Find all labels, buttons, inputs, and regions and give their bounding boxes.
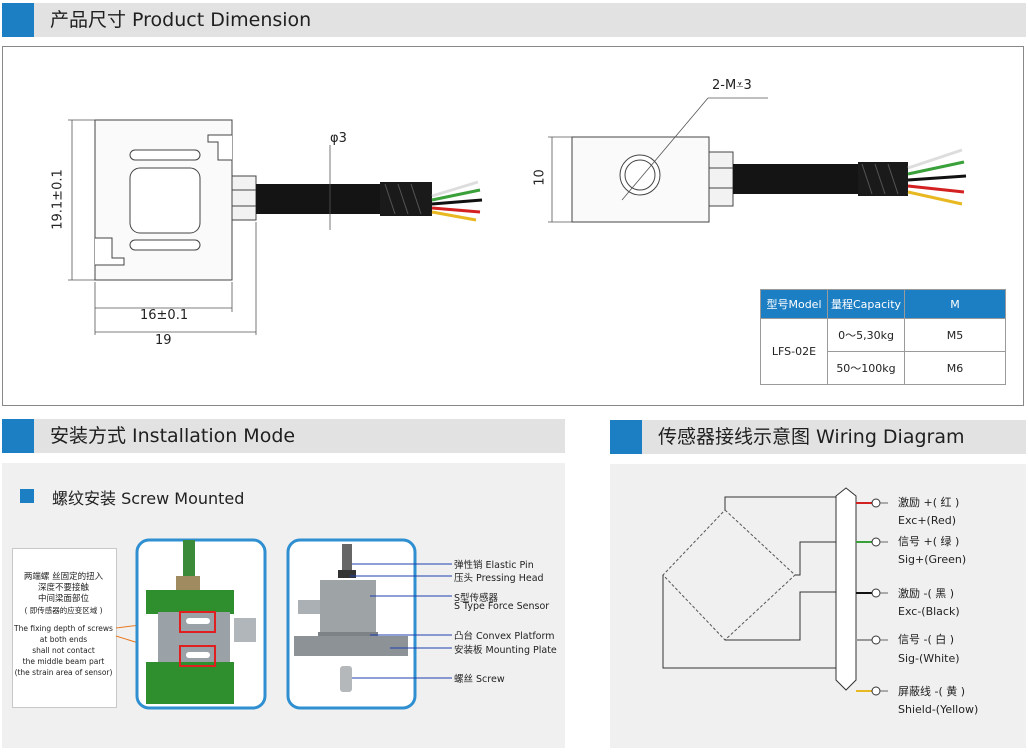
side-view bbox=[571, 136, 734, 223]
dim-holes-label: 2-M⩡3 bbox=[712, 78, 752, 93]
spec-header-model: 型号Model bbox=[760, 289, 828, 319]
label-s-sensor-cn: S型传感器 bbox=[454, 593, 499, 604]
wire-label-exc-plus-cn: 激励 +( 红 ) bbox=[898, 496, 960, 509]
header-accent-block bbox=[610, 420, 642, 454]
spec-capacity-cell: 50～100kg bbox=[827, 351, 905, 385]
label-pressing-head: 压头 Pressing Head bbox=[454, 573, 544, 584]
table-row: LFS-02E 0～5,30kg M5 bbox=[760, 318, 1006, 385]
dim-height-label: 19.1±0.1 bbox=[50, 169, 66, 230]
note-en-line: (the strain area of sensor) bbox=[14, 668, 113, 677]
note-cn-line: 深度不要接触 bbox=[37, 583, 89, 593]
section-title-dimension: 产品尺寸 Product Dimension bbox=[50, 9, 312, 31]
section-header-dimension: 产品尺寸 Product Dimension bbox=[2, 3, 1026, 37]
note-en-line: the middle beam part bbox=[22, 657, 105, 666]
header-accent-block bbox=[2, 3, 34, 37]
note-en-line: shall not contact bbox=[32, 646, 95, 655]
dimension-drawing bbox=[68, 97, 967, 335]
spec-capacity-cell: 0～5,30kg bbox=[827, 318, 905, 352]
wire-label-shield-en: Shield-(Yellow) bbox=[898, 703, 979, 716]
spec-m-cell: M5 bbox=[904, 318, 1006, 352]
wire-label-sig-minus-cn: 信号 -( 白 ) bbox=[898, 633, 955, 646]
wire-label-sig-plus-en: Sig+(Green) bbox=[898, 553, 967, 566]
label-convex-platform: 凸台 Convex Platform bbox=[454, 631, 555, 642]
spec-m-cell: M6 bbox=[904, 351, 1006, 385]
spec-header-row: 型号Model 量程Capacity M bbox=[760, 289, 1006, 319]
dim-width-inner-label: 16±0.1 bbox=[140, 308, 189, 323]
label-screw: 螺丝 Screw bbox=[454, 674, 505, 685]
note-cn-line: ( 即传感器的应变区域 ) bbox=[24, 606, 103, 615]
spec-header-m: M bbox=[904, 289, 1006, 319]
dim-cable-dia-label: φ3 bbox=[330, 131, 347, 146]
note-cn-line: 中间梁面部位 bbox=[37, 594, 89, 604]
dim-thickness-label: 10 bbox=[532, 169, 548, 186]
spec-table: 型号Model 量程Capacity M LFS-02E 0～5,30kg M5… bbox=[760, 289, 1006, 385]
bullet-square bbox=[20, 489, 34, 503]
dimension-panel bbox=[2, 46, 1024, 406]
section-title-installation: 安装方式 Installation Mode bbox=[50, 425, 296, 447]
wire-label-sig-minus-en: Sig-(White) bbox=[898, 652, 960, 665]
wire-label-exc-minus-cn: 激励 -( 黑 ) bbox=[898, 587, 955, 600]
section-header-wiring: 传感器接线示意图 Wiring Diagram bbox=[610, 420, 1026, 454]
table-row: 50～100kg M6 bbox=[761, 351, 1006, 385]
front-view bbox=[94, 119, 257, 281]
spec-header-capacity: 量程Capacity bbox=[827, 289, 905, 319]
note-cn-line: 两端螺 丝固定的扭入 bbox=[23, 572, 104, 582]
label-s-sensor-en: S Type Force Sensor bbox=[454, 601, 550, 612]
note-en-line: at both ends bbox=[39, 635, 88, 644]
wire-label-shield-cn: 屏蔽线 -( 黄 ) bbox=[898, 685, 966, 698]
label-mounting-plate: 安装板 Mounting Plate bbox=[454, 645, 557, 656]
wire-label-exc-minus-en: Exc-(Black) bbox=[898, 605, 960, 618]
wire-label-exc-plus-en: Exc+(Red) bbox=[898, 514, 957, 527]
wire-label-sig-plus-cn: 信号 +( 绿 ) bbox=[898, 535, 960, 548]
note-en-line: The fixing depth of screws bbox=[14, 624, 113, 633]
label-elastic-pin: 弹性销 Elastic Pin bbox=[454, 560, 534, 571]
header-accent-block bbox=[2, 419, 34, 453]
installation-subtitle: 螺纹安装 Screw Mounted bbox=[52, 489, 245, 508]
section-title-wiring: 传感器接线示意图 Wiring Diagram bbox=[658, 426, 965, 448]
dim-width-outer-label: 19 bbox=[155, 333, 172, 348]
installation-note-box bbox=[12, 548, 117, 708]
spec-model-cell: LFS-02E bbox=[760, 318, 828, 385]
section-header-installation: 安装方式 Installation Mode bbox=[2, 419, 565, 453]
